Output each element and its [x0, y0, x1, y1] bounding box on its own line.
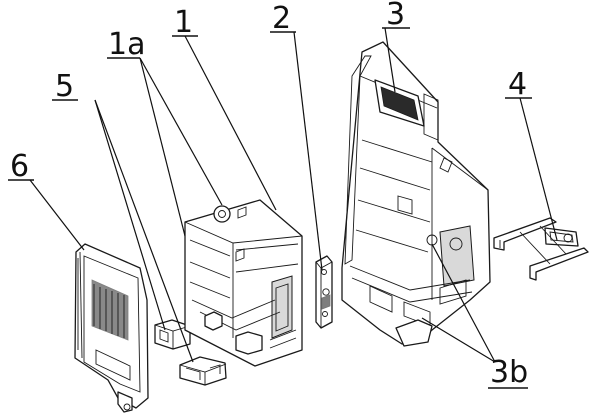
label-2: 2	[272, 1, 292, 36]
leader-3	[384, 27, 396, 93]
part-4-tray	[493, 217, 589, 281]
label-1a: 1a	[108, 27, 146, 62]
leader-5-a	[94, 99, 166, 331]
label-6: 6	[10, 149, 30, 184]
leader-2	[293, 31, 323, 271]
label-1: 1	[174, 5, 194, 40]
leader-1a-a	[139, 57, 186, 237]
leader-6	[29, 179, 85, 251]
part-5-lower-clip	[179, 356, 227, 386]
part-2-plate	[315, 255, 333, 329]
label-3: 3	[386, 0, 406, 32]
label-3b: 3b	[490, 355, 529, 390]
label-4: 4	[508, 67, 528, 102]
part-3-large-housing	[341, 41, 491, 347]
label-underlines	[8, 27, 532, 389]
leader-lines	[29, 27, 558, 363]
leader-3b-a	[431, 243, 496, 363]
leader-3b-b	[421, 317, 496, 363]
leader-4	[519, 97, 558, 241]
part-1-main-housing	[184, 199, 303, 367]
label-5: 5	[55, 69, 75, 104]
leader-1a-b	[139, 57, 223, 206]
part-6-grille-frame	[74, 243, 149, 413]
leader-1	[184, 35, 277, 211]
leader-5-b	[94, 99, 194, 363]
